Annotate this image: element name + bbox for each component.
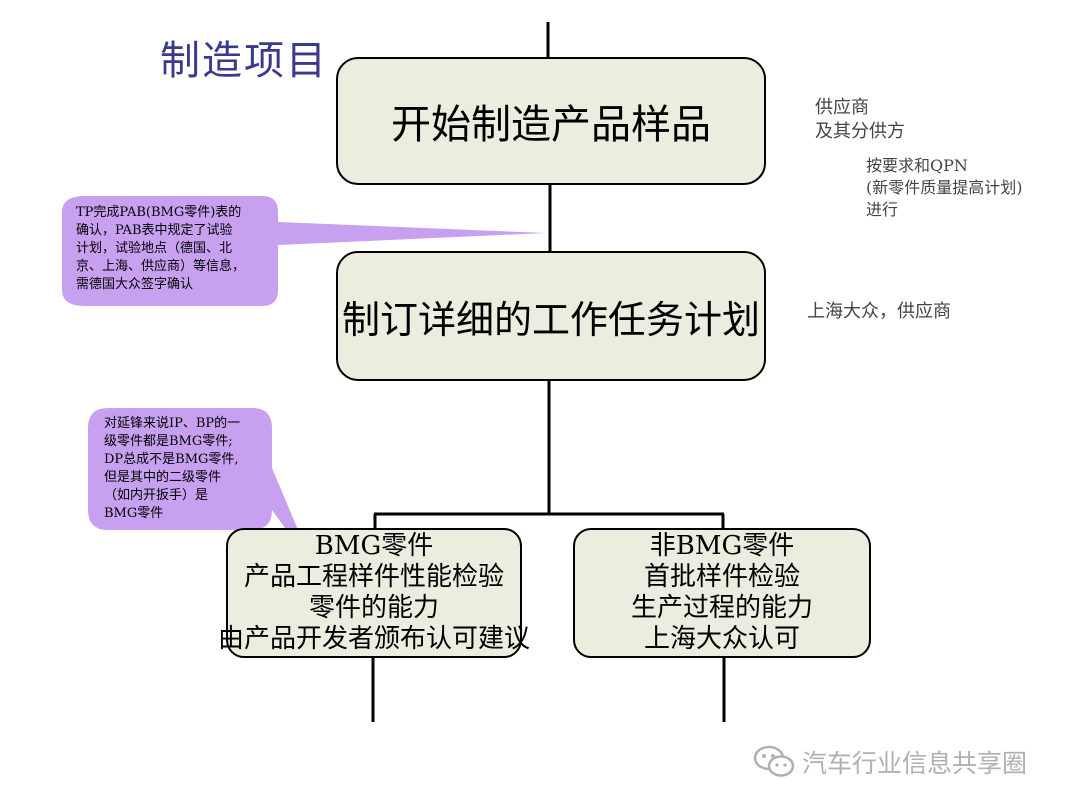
lower-callout-text: 对延锋来说IP、BP的一 级零件都是BMG零件; DP总成不是BMG零件, 但是… — [104, 415, 240, 523]
responsible-parties-label: 上海大众，供应商 — [807, 301, 951, 322]
watermark: 汽车行业信息共享圈 — [752, 742, 1027, 782]
lower-callout-line: 但是其中的二级零件 — [104, 470, 222, 485]
supplier-note-line: 供应商 — [815, 97, 869, 118]
lower-callout-line: （如内开扳手）是 — [104, 488, 209, 503]
bmg-parts-line: 由产品开发者颁布认可建议 — [218, 624, 531, 654]
upper-callout-line: 需德国大众签字确认 — [76, 277, 194, 292]
non-bmg-parts-line: 首批样件检验 — [643, 562, 800, 592]
watermark-text: 汽车行业信息共享圈 — [802, 749, 1028, 778]
work-plan-label: 制订详细的工作任务计划 — [341, 297, 760, 342]
bmg-parts-line: 零件的能力 — [308, 593, 439, 623]
upper-callout-text: TP完成PAB(BMG零件)表的 确认，PAB表中规定了试验 计划，试验地点（德… — [76, 204, 245, 294]
lower-callout-line: 对延锋来说IP、BP的一 — [104, 416, 241, 431]
start-sample-production-label: 开始制造产品样品 — [391, 102, 711, 148]
non-bmg-parts-line: 上海大众认可 — [643, 624, 800, 654]
non-bmg-parts-line: 生产过程的能力 — [630, 593, 813, 623]
lower-callout-line: 级零件都是BMG零件; — [104, 434, 233, 449]
upper-callout-line: 京、上海、供应商）等信息， — [76, 259, 246, 274]
qpn-note-line: (新零件质量提高计划) — [866, 178, 1023, 197]
work-plan-box: 制订详细的工作任务计划 — [336, 251, 766, 381]
upper-callout-line: 计划，试验地点（德国、北 — [76, 241, 233, 256]
bmg-parts-line: BMG零件 — [314, 531, 434, 561]
page-title: 制造项目 — [160, 38, 328, 84]
responsible-parties-note: 上海大众，供应商 — [807, 300, 951, 324]
non-bmg-parts-box: 非BMG零件 首批样件检验 生产过程的能力 上海大众认可 — [573, 528, 871, 658]
wechat-icon — [753, 745, 795, 777]
bmg-parts-box: BMG零件 产品工程样件性能检验 零件的能力 由产品开发者颁布认可建议 — [218, 528, 530, 658]
start-sample-production-box: 开始制造产品样品 — [336, 57, 766, 185]
supplier-note-line: 及其分供方 — [815, 121, 905, 142]
lower-callout-line: BMG零件 — [104, 506, 164, 521]
upper-callout-line: 确认，PAB表中规定了试验 — [76, 223, 233, 238]
supplier-note: 供应商 及其分供方 — [815, 96, 905, 144]
upper-callout-bubble — [62, 196, 546, 306]
bmg-parts-line: 产品工程样件性能检验 — [243, 562, 504, 592]
lower-callout-line: DP总成不是BMG零件, — [104, 452, 239, 467]
qpn-note-line: 按要求和QPN — [866, 156, 968, 175]
non-bmg-parts-line: 非BMG零件 — [649, 531, 795, 561]
qpn-note: 按要求和QPN (新零件质量提高计划) 进行 — [866, 155, 1023, 221]
qpn-note-line: 进行 — [866, 200, 899, 219]
upper-callout-line: TP完成PAB(BMG零件)表的 — [76, 205, 242, 220]
